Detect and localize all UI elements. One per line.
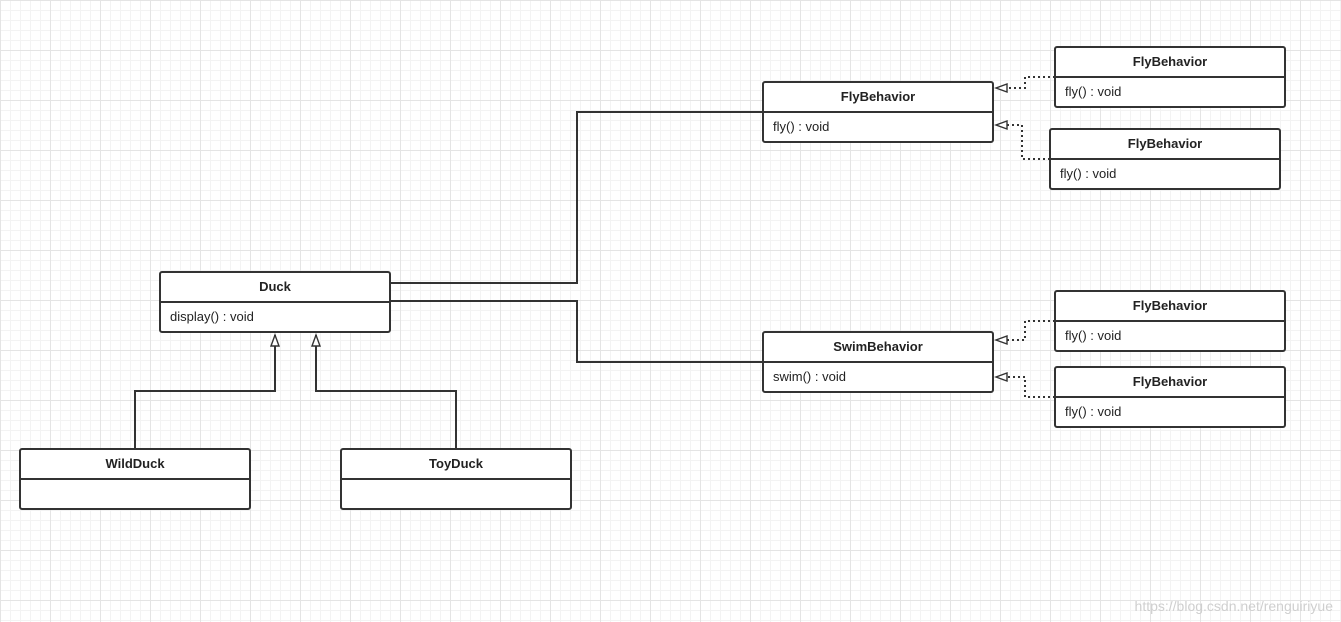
class-operation: swim() : void <box>773 369 846 384</box>
class-operation: fly() : void <box>1060 166 1117 181</box>
realization-line-fly-2 <box>996 125 1050 160</box>
class-operation: display() : void <box>170 309 254 324</box>
class-name: FlyBehavior <box>1056 292 1284 322</box>
aggregation-line-fly <box>391 111 763 283</box>
class-name: FlyBehavior <box>1056 368 1284 398</box>
realization-line-swim-1 <box>996 320 1055 340</box>
class-name: WildDuck <box>21 450 249 480</box>
class-duck[interactable]: Duck display() : void <box>159 271 391 333</box>
inheritance-line-wildduck <box>134 335 275 449</box>
realization-line-fly-1 <box>996 76 1055 88</box>
class-name: FlyBehavior <box>1051 130 1279 160</box>
class-toyduck[interactable]: ToyDuck <box>340 448 572 510</box>
class-operation: fly() : void <box>1065 328 1122 343</box>
realization-line-swim-2 <box>996 377 1055 398</box>
class-fly-impl-2[interactable]: FlyBehavior fly() : void <box>1049 128 1281 190</box>
class-wildduck[interactable]: WildDuck <box>19 448 251 510</box>
class-name: FlyBehavior <box>764 83 992 113</box>
class-name: ToyDuck <box>342 450 570 480</box>
class-name: FlyBehavior <box>1056 48 1284 78</box>
inheritance-line-toyduck <box>316 335 457 449</box>
class-operation <box>342 480 570 508</box>
class-swim-impl-2[interactable]: FlyBehavior fly() : void <box>1054 366 1286 428</box>
class-operation: fly() : void <box>773 119 830 134</box>
class-flybehavior[interactable]: FlyBehavior fly() : void <box>762 81 994 143</box>
class-name: SwimBehavior <box>764 333 992 363</box>
class-swim-impl-1[interactable]: FlyBehavior fly() : void <box>1054 290 1286 352</box>
class-name: Duck <box>161 273 389 303</box>
class-operation: fly() : void <box>1065 404 1122 419</box>
class-operation: fly() : void <box>1065 84 1122 99</box>
aggregation-line-swim <box>391 301 763 363</box>
class-operation <box>21 480 249 508</box>
class-swimbehavior[interactable]: SwimBehavior swim() : void <box>762 331 994 393</box>
watermark: https://blog.csdn.net/renguiriyue <box>1134 598 1333 614</box>
class-fly-impl-1[interactable]: FlyBehavior fly() : void <box>1054 46 1286 108</box>
